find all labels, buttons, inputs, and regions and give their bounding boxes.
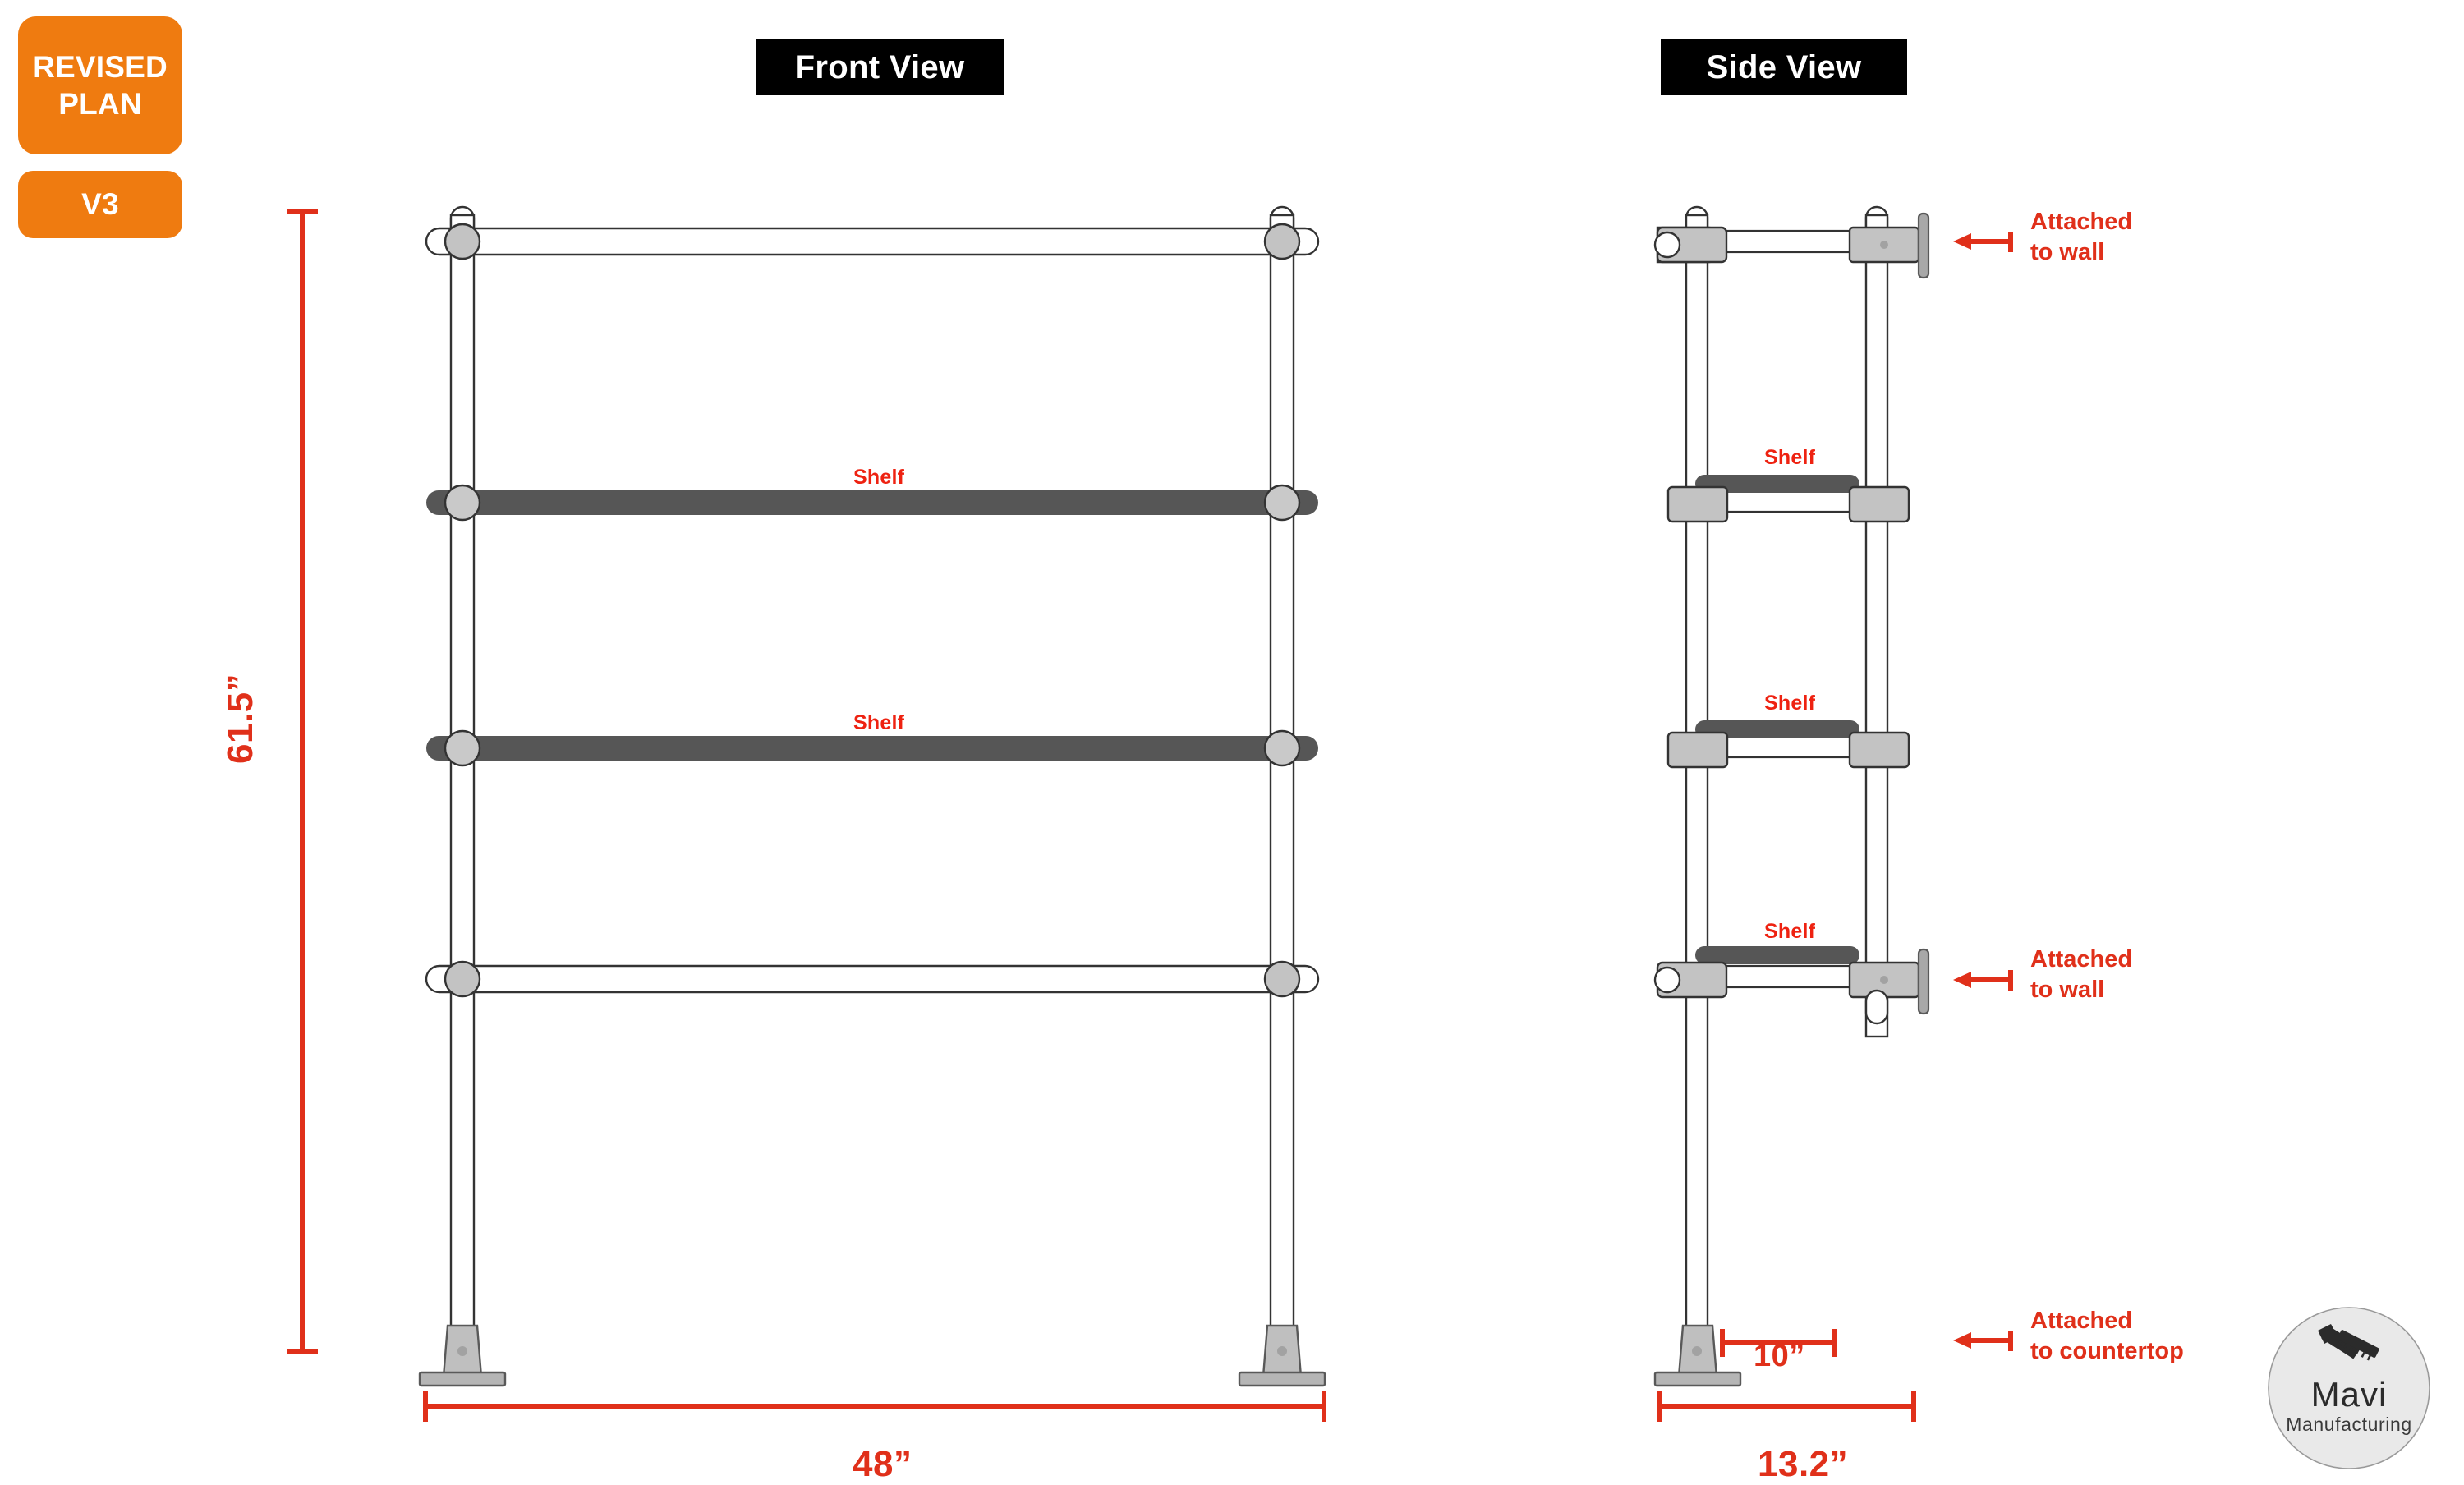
front-shelf-rail-2 xyxy=(426,736,1318,761)
shelf-label-front-upper: Shelf xyxy=(853,466,905,489)
front-connector-discs xyxy=(444,223,1301,998)
annotation-leaders xyxy=(1953,232,2013,1351)
dimension-overall-height xyxy=(287,209,318,1354)
annotation-attached-to-wall-middle: Attached to wall xyxy=(2030,946,2133,1004)
front-rail-lower xyxy=(425,964,1320,994)
shelf-label-side-middle: Shelf xyxy=(1764,692,1816,715)
side-post-rear xyxy=(1864,205,1889,1038)
shelf-label-front-lower: Shelf xyxy=(853,711,905,734)
side-level-1 xyxy=(1653,212,1930,279)
leader-arrow-wall-top xyxy=(1953,232,2013,252)
front-base-flange-left xyxy=(418,1324,507,1387)
version-badge: V3 xyxy=(18,171,182,238)
side-level-3 xyxy=(1666,720,1910,769)
side-level-4 xyxy=(1653,946,1930,1025)
dimension-lines xyxy=(287,209,1916,1422)
annotation-attached-to-wall-top: Attached to wall xyxy=(2030,209,2133,266)
front-post-left xyxy=(449,205,476,1350)
dimension-label-inner-depth: 10” xyxy=(1754,1339,1805,1373)
side-view-title: Side View xyxy=(1661,39,1907,95)
annotation-attached-to-countertop: Attached to countertop xyxy=(2030,1308,2184,1365)
front-base-flange-right xyxy=(1238,1324,1326,1387)
logo-brand-text: Mavi xyxy=(2311,1375,2388,1414)
side-level-2 xyxy=(1666,475,1910,523)
front-post-right xyxy=(1269,205,1295,1350)
front-rail-top xyxy=(425,227,1320,256)
caliper-icon xyxy=(2318,1324,2379,1361)
side-base-flange xyxy=(1653,1324,1742,1387)
leader-arrow-wall-mid xyxy=(1953,970,2013,991)
dimension-overall-width xyxy=(423,1391,1326,1422)
dimension-overall-depth xyxy=(1657,1391,1916,1422)
revised-plan-badge: REVISED PLAN xyxy=(18,16,182,154)
side-view-drawing xyxy=(1653,205,1930,1387)
dimension-label-overall-width: 48” xyxy=(853,1444,913,1484)
leader-arrow-countertop xyxy=(1953,1331,2013,1351)
dimension-label-overall-height: 61.5” xyxy=(220,673,260,764)
mavi-manufacturing-logo: Mavi Manufacturing xyxy=(2268,1307,2430,1469)
front-view-drawing xyxy=(418,205,1326,1387)
logo-tagline-text: Manufacturing xyxy=(2286,1414,2412,1435)
shelf-label-side-lower: Shelf xyxy=(1764,920,1816,943)
dimension-inner-depth xyxy=(1720,1329,1837,1357)
side-post-front xyxy=(1685,205,1709,1350)
shelf-label-side-upper: Shelf xyxy=(1764,446,1816,469)
front-shelf-rail-1 xyxy=(426,490,1318,515)
front-view-title: Front View xyxy=(756,39,1004,95)
logo-circle xyxy=(2268,1307,2430,1469)
dimension-label-overall-depth: 13.2” xyxy=(1758,1444,1849,1484)
